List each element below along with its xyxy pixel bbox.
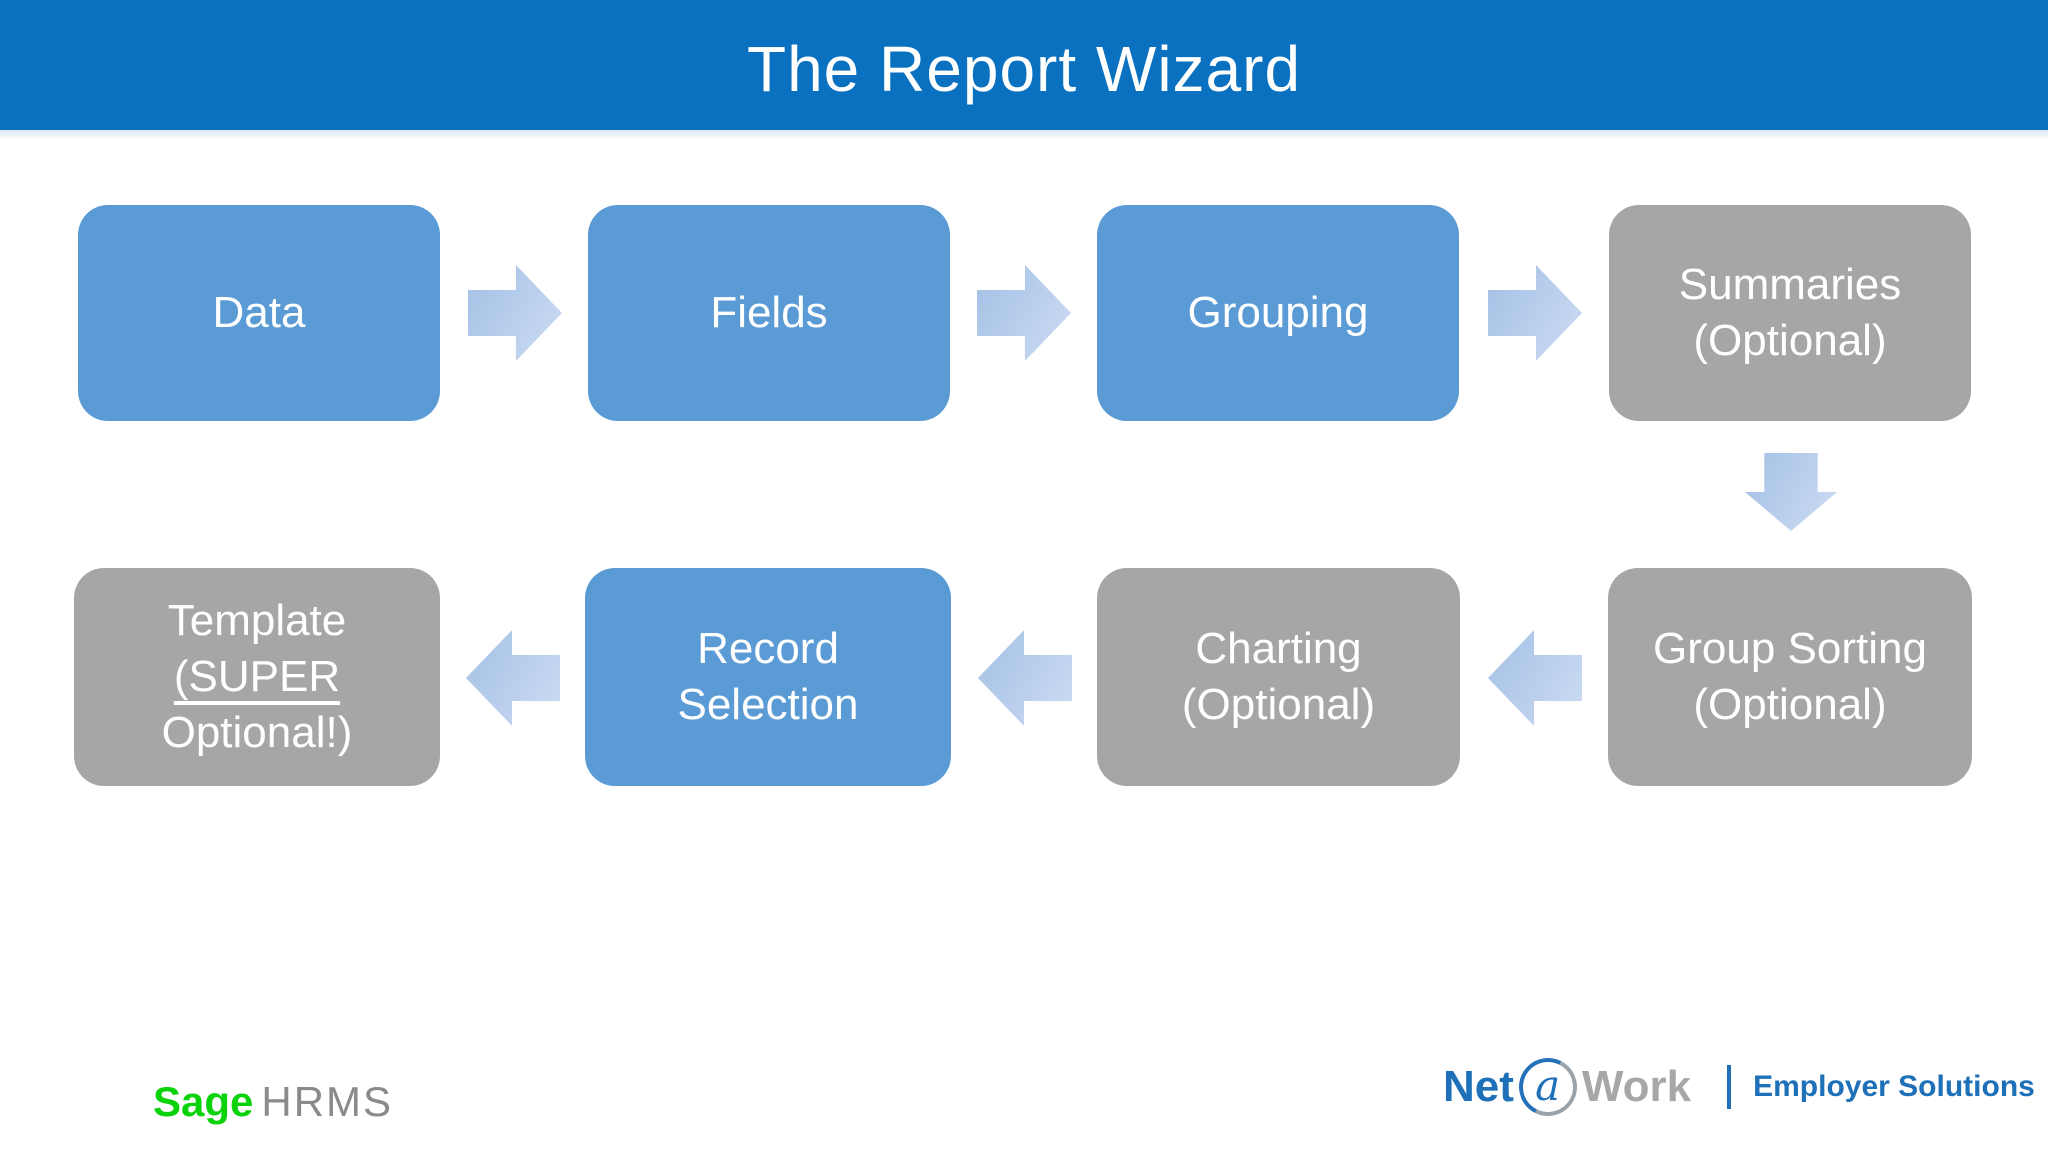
- flow-step-label-line2-underlined: (SUPER: [173, 652, 341, 702]
- sage-product-text: HRMS: [261, 1078, 394, 1125]
- arrow-right-icon: [977, 265, 1071, 361]
- netatwork-tagline: Employer Solutions: [1753, 1070, 2035, 1103]
- netatwork-divider: [1727, 1065, 1732, 1109]
- arrow-left-icon: [1488, 630, 1582, 726]
- flow-step-label: Data: [212, 288, 306, 338]
- flow-step-label-line2: (Optional): [1181, 680, 1376, 729]
- flow-step-label-line3: Optional!): [161, 707, 353, 757]
- netatwork-at-icon: a: [1511, 1050, 1585, 1124]
- title-bar: The Report Wizard: [0, 0, 2048, 130]
- flow-step-label-line2: (Optional): [1693, 680, 1887, 729]
- flow-step-group-sorting: Group Sorting (Optional): [1608, 568, 1972, 786]
- page-title: The Report Wizard: [746, 33, 1302, 105]
- netatwork-net-text: Net: [1443, 1062, 1514, 1111]
- netatwork-work-text: Work: [1581, 1062, 1692, 1111]
- flow-step-grouping: Grouping: [1097, 205, 1459, 421]
- arrow-left-icon: [466, 630, 560, 726]
- netatwork-logo: Net a Work Employer Solutions: [1443, 1050, 2035, 1124]
- flow-step-label: Grouping: [1187, 288, 1369, 338]
- flow-step-template: Template (SUPER Optional!): [74, 568, 440, 786]
- title-bar-shadow: [0, 130, 2048, 140]
- flow-step-label: Fields: [710, 288, 828, 338]
- flow-step-label-line1: Record: [697, 624, 839, 674]
- flow-step-label-line1: Template: [167, 596, 347, 646]
- flow-step-data: Data: [78, 205, 440, 421]
- flow-step-label-line1: Group Sorting: [1653, 624, 1927, 674]
- flow-step-label-line1: Charting: [1195, 624, 1362, 674]
- sage-brand-text: Sage: [153, 1078, 254, 1125]
- netatwork-at-glyph: a: [1535, 1060, 1561, 1110]
- arrow-down-icon: [1745, 453, 1837, 531]
- flow-step-charting: Charting (Optional): [1097, 568, 1460, 786]
- flow-step-record-selection: Record Selection: [585, 568, 951, 786]
- arrow-left-icon: [978, 630, 1072, 726]
- flow-step-label-line2: (Optional): [1693, 316, 1887, 365]
- arrow-right-icon: [468, 265, 562, 361]
- flow-step-label-line1: Summaries: [1678, 260, 1902, 310]
- flow-step-summaries: Summaries (Optional): [1609, 205, 1971, 421]
- arrow-right-icon: [1488, 265, 1582, 361]
- flow-step-label-line2: Selection: [677, 680, 859, 729]
- flow-step-fields: Fields: [588, 205, 950, 421]
